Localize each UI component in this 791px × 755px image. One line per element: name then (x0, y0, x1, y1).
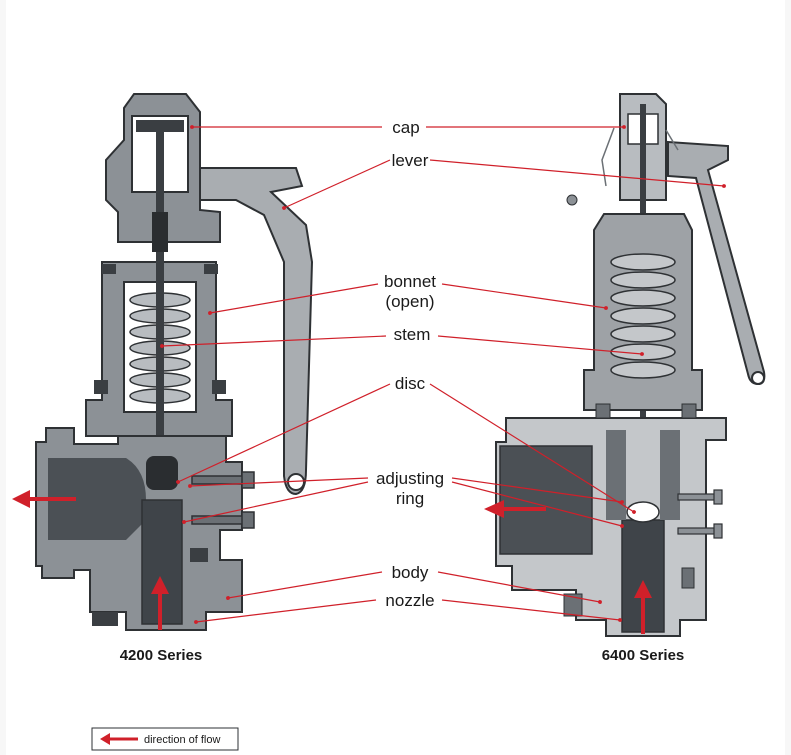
label-adjusting-line2: ring (396, 489, 424, 508)
diagram-canvas: cap lever bonnet (open) stem disc adjust… (6, 0, 785, 755)
valve-diagram: cap lever bonnet (open) stem disc adjust… (12, 93, 766, 751)
spring-right (610, 253, 676, 379)
label-lever: lever (392, 151, 429, 170)
label-nozzle: nozzle (385, 591, 434, 610)
label-disc: disc (395, 374, 426, 393)
series-title-right: 6400 Series (602, 647, 685, 664)
label-stem: stem (394, 325, 431, 344)
flow-arrow-icon (100, 733, 110, 745)
lever-left (195, 167, 314, 496)
valve-4200 (12, 93, 314, 631)
label-cap: cap (392, 118, 419, 137)
adjusting-screws-right (677, 489, 723, 539)
valve-6400 (484, 93, 766, 637)
legend-label: direction of flow (144, 734, 220, 746)
legend: direction of flow (91, 727, 239, 751)
label-adjusting-line1: adjusting (376, 469, 444, 488)
series-title-left: 4200 Series (120, 647, 203, 664)
leader-lines (160, 125, 726, 624)
labels: cap lever bonnet (open) stem disc adjust… (120, 118, 685, 664)
label-bonnet-line2: (open) (385, 292, 434, 311)
label-bonnet-line1: bonnet (384, 272, 436, 291)
label-body: body (392, 563, 429, 582)
